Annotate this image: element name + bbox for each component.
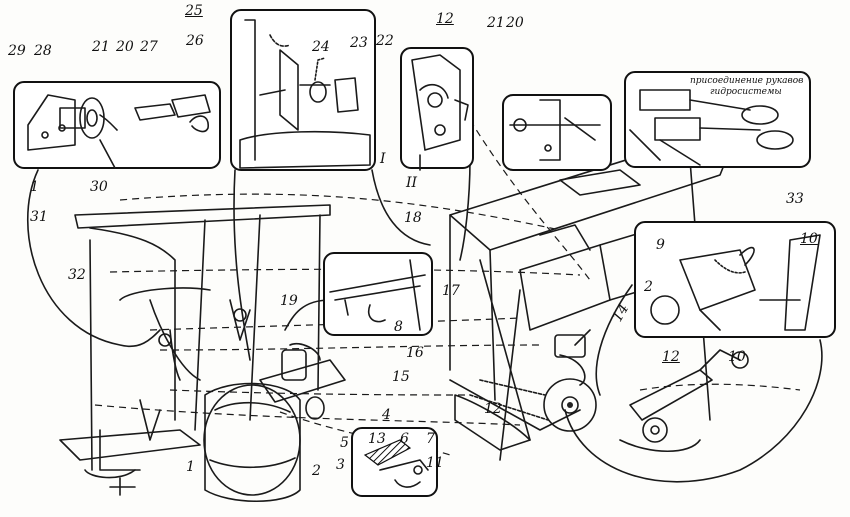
label-1-top: 1	[30, 179, 39, 195]
inset-2	[230, 9, 376, 171]
inset-6	[323, 252, 433, 336]
label-20: 20	[116, 39, 134, 55]
label-25: 25	[185, 3, 203, 19]
label-2-bottom: 2	[312, 463, 321, 479]
label-21-right: 21	[487, 15, 505, 31]
label-12-bottom: 12	[662, 349, 680, 365]
label-33: 33	[786, 191, 804, 207]
label-13: 13	[368, 431, 386, 447]
inset-caption-line1: присоединение рукавов	[690, 76, 804, 86]
inset-3	[400, 47, 474, 171]
label-28: 28	[34, 43, 52, 59]
label-I: I	[380, 151, 386, 167]
label-24: 24	[312, 39, 330, 55]
label-3: 3	[336, 457, 345, 473]
label-29: 29	[8, 43, 26, 59]
label-II: II	[406, 175, 418, 191]
rear-tire	[203, 382, 325, 502]
label-21: 21	[92, 39, 110, 55]
label-10-top: 10	[800, 231, 818, 247]
label-9: 9	[656, 237, 665, 253]
label-15: 15	[392, 369, 410, 385]
label-8: 8	[394, 319, 403, 335]
label-10-bottom: 10	[728, 349, 746, 365]
inset-7	[634, 221, 836, 338]
label-16: 16	[406, 345, 424, 361]
label-12-top: 12	[436, 11, 454, 27]
inset-5	[624, 71, 811, 168]
label-22: 22	[376, 33, 394, 49]
chain-drive	[469, 329, 597, 432]
label-11: 11	[426, 455, 444, 471]
label-12-mid: 12	[484, 401, 502, 417]
label-23: 23	[350, 35, 368, 51]
inset-8	[351, 427, 438, 497]
callout-loops	[26, 159, 823, 483]
label-18: 18	[404, 210, 422, 226]
label-5: 5	[340, 435, 349, 451]
label-17: 17	[442, 283, 460, 299]
lower-lever	[619, 349, 749, 453]
label-32: 32	[68, 267, 86, 283]
label-1-bottom: 1	[186, 459, 195, 475]
tractor-body	[59, 204, 331, 496]
mounting-arm	[259, 342, 346, 403]
label-27: 27	[140, 39, 158, 55]
label-4: 4	[382, 407, 391, 423]
label-30: 30	[90, 179, 108, 195]
inset-caption-line2: гидросистемы	[710, 87, 782, 97]
label-6: 6	[400, 431, 409, 447]
label-20-right: 20	[506, 15, 524, 31]
label-19: 19	[280, 293, 298, 309]
inset-1	[13, 81, 221, 169]
label-26: 26	[186, 33, 204, 49]
label-2-right: 2	[644, 279, 653, 295]
label-7: 7	[426, 431, 435, 447]
inset-4	[502, 94, 612, 171]
label-31: 31	[30, 209, 48, 225]
